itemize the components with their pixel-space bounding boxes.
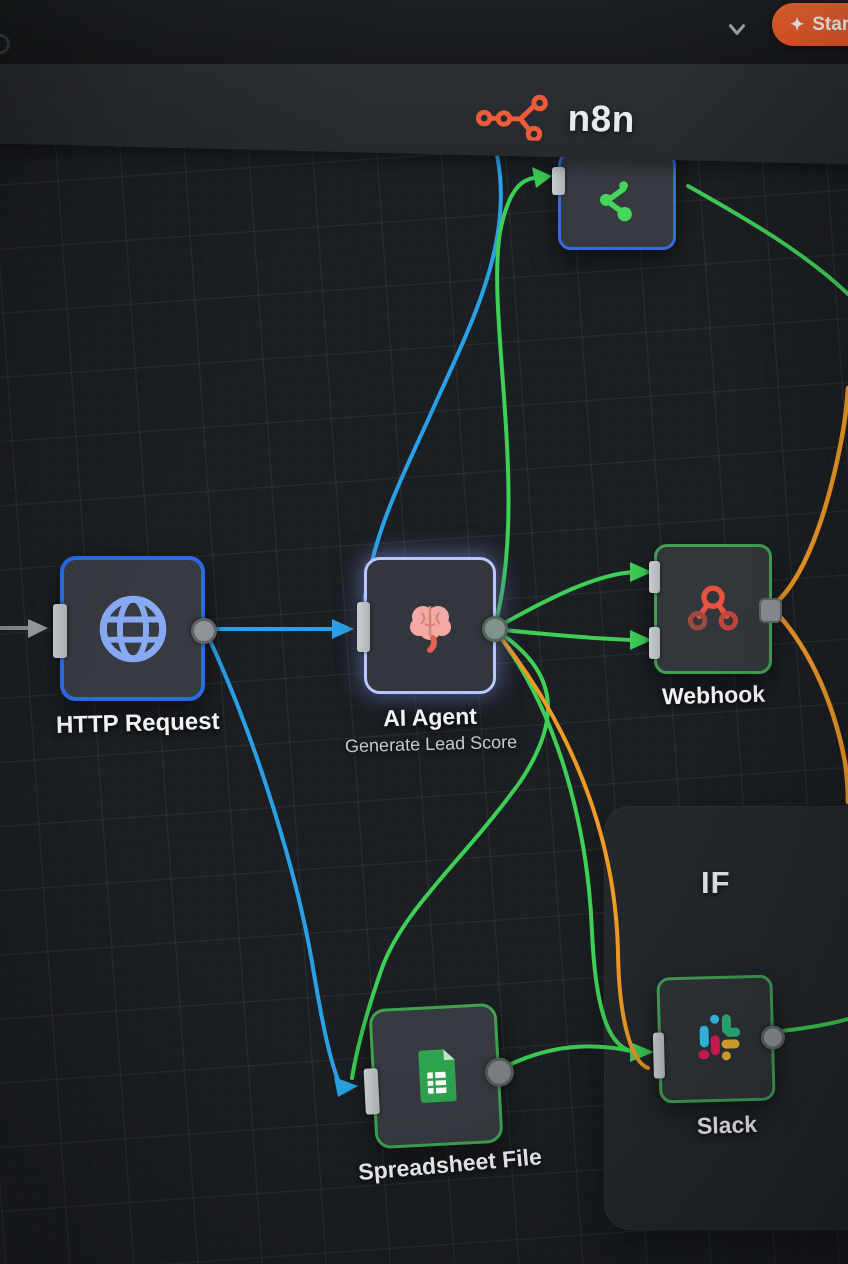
http-input-port[interactable]: [53, 604, 67, 658]
ai-node-label: AI Agent: [382, 702, 478, 732]
webhook-output-port[interactable]: [759, 598, 782, 623]
arrowhead-sheet-input: [334, 1077, 358, 1097]
spreadsheet-icon: [418, 1049, 457, 1103]
n8n-nodes-icon: [475, 94, 548, 142]
wire-slack-to-right[interactable]: [770, 1017, 848, 1034]
node-merge[interactable]: [552, 152, 676, 250]
node-webhook[interactable]: [649, 544, 782, 674]
wire-ai-to-merge[interactable]: [492, 176, 536, 631]
toolbar-left-icon: [0, 34, 10, 54]
arrowhead-webhook-input-2: [630, 630, 652, 650]
app-toolbar: ✦ Start: [0, 0, 848, 64]
ai-input-port[interactable]: [357, 602, 370, 652]
arrowhead-ai-input: [332, 619, 354, 639]
sparkle-icon: ✦: [790, 14, 805, 34]
arrowhead-http-input: [28, 619, 48, 638]
wire-ai-to-webhook-1[interactable]: [492, 570, 636, 631]
wire-ai-to-slack-orange[interactable]: [492, 627, 650, 1070]
slack-input-port[interactable]: [652, 1032, 666, 1079]
arrowhead-merge-input: [532, 167, 552, 188]
brain-icon: [410, 605, 451, 653]
node-ai-agent[interactable]: [357, 557, 508, 694]
slack-icon: [698, 1014, 741, 1061]
arrowhead-webhook-input-1: [630, 562, 652, 582]
sheet-input-port[interactable]: [363, 1068, 380, 1115]
start-button-label: Start: [812, 13, 848, 35]
node-slack[interactable]: [652, 974, 786, 1104]
wire-merge-to-right[interactable]: [686, 184, 848, 296]
webhook-input-port-1[interactable]: [649, 561, 660, 593]
start-button[interactable]: ✦ Start: [772, 3, 848, 46]
wire-sheet-to-slack[interactable]: [499, 1044, 638, 1071]
http-output-port[interactable]: [191, 618, 217, 644]
slack-node-label: Slack: [696, 1110, 758, 1140]
webhook-input-port-2[interactable]: [649, 627, 660, 659]
chevron-down-icon[interactable]: [724, 16, 750, 42]
merge-input-port[interactable]: [552, 167, 565, 195]
webhook-node-label: Webhook: [661, 680, 766, 710]
wire-webhook-to-right-up[interactable]: [768, 385, 848, 610]
http-node-label: HTTP Request: [55, 707, 220, 740]
node-spreadsheet-file[interactable]: [363, 1002, 515, 1150]
wire-ai-to-webhook-2[interactable]: [492, 627, 636, 642]
share-nodes-icon: [599, 181, 632, 222]
globe-icon: [99, 595, 166, 662]
wire-ai-to-sheet[interactable]: [350, 627, 550, 1080]
wire-webhook-to-right-down[interactable]: [768, 604, 848, 805]
wire-ai-to-slack[interactable]: [492, 627, 638, 1054]
n8n-logo: n8n: [475, 93, 635, 143]
logo-wordmark: n8n: [567, 97, 636, 141]
editor-header: n8n: [0, 37, 848, 165]
if-node-label: IF: [701, 865, 731, 900]
wire-http-to-sheet[interactable]: [204, 630, 342, 1087]
webhook-icon: [687, 585, 739, 631]
node-http-request[interactable]: [53, 556, 217, 701]
ai-node-subtitle: Generate Lead Score: [344, 731, 518, 757]
wire-top-to-ai[interactable]: [362, 153, 503, 606]
ai-output-port[interactable]: [482, 616, 508, 642]
